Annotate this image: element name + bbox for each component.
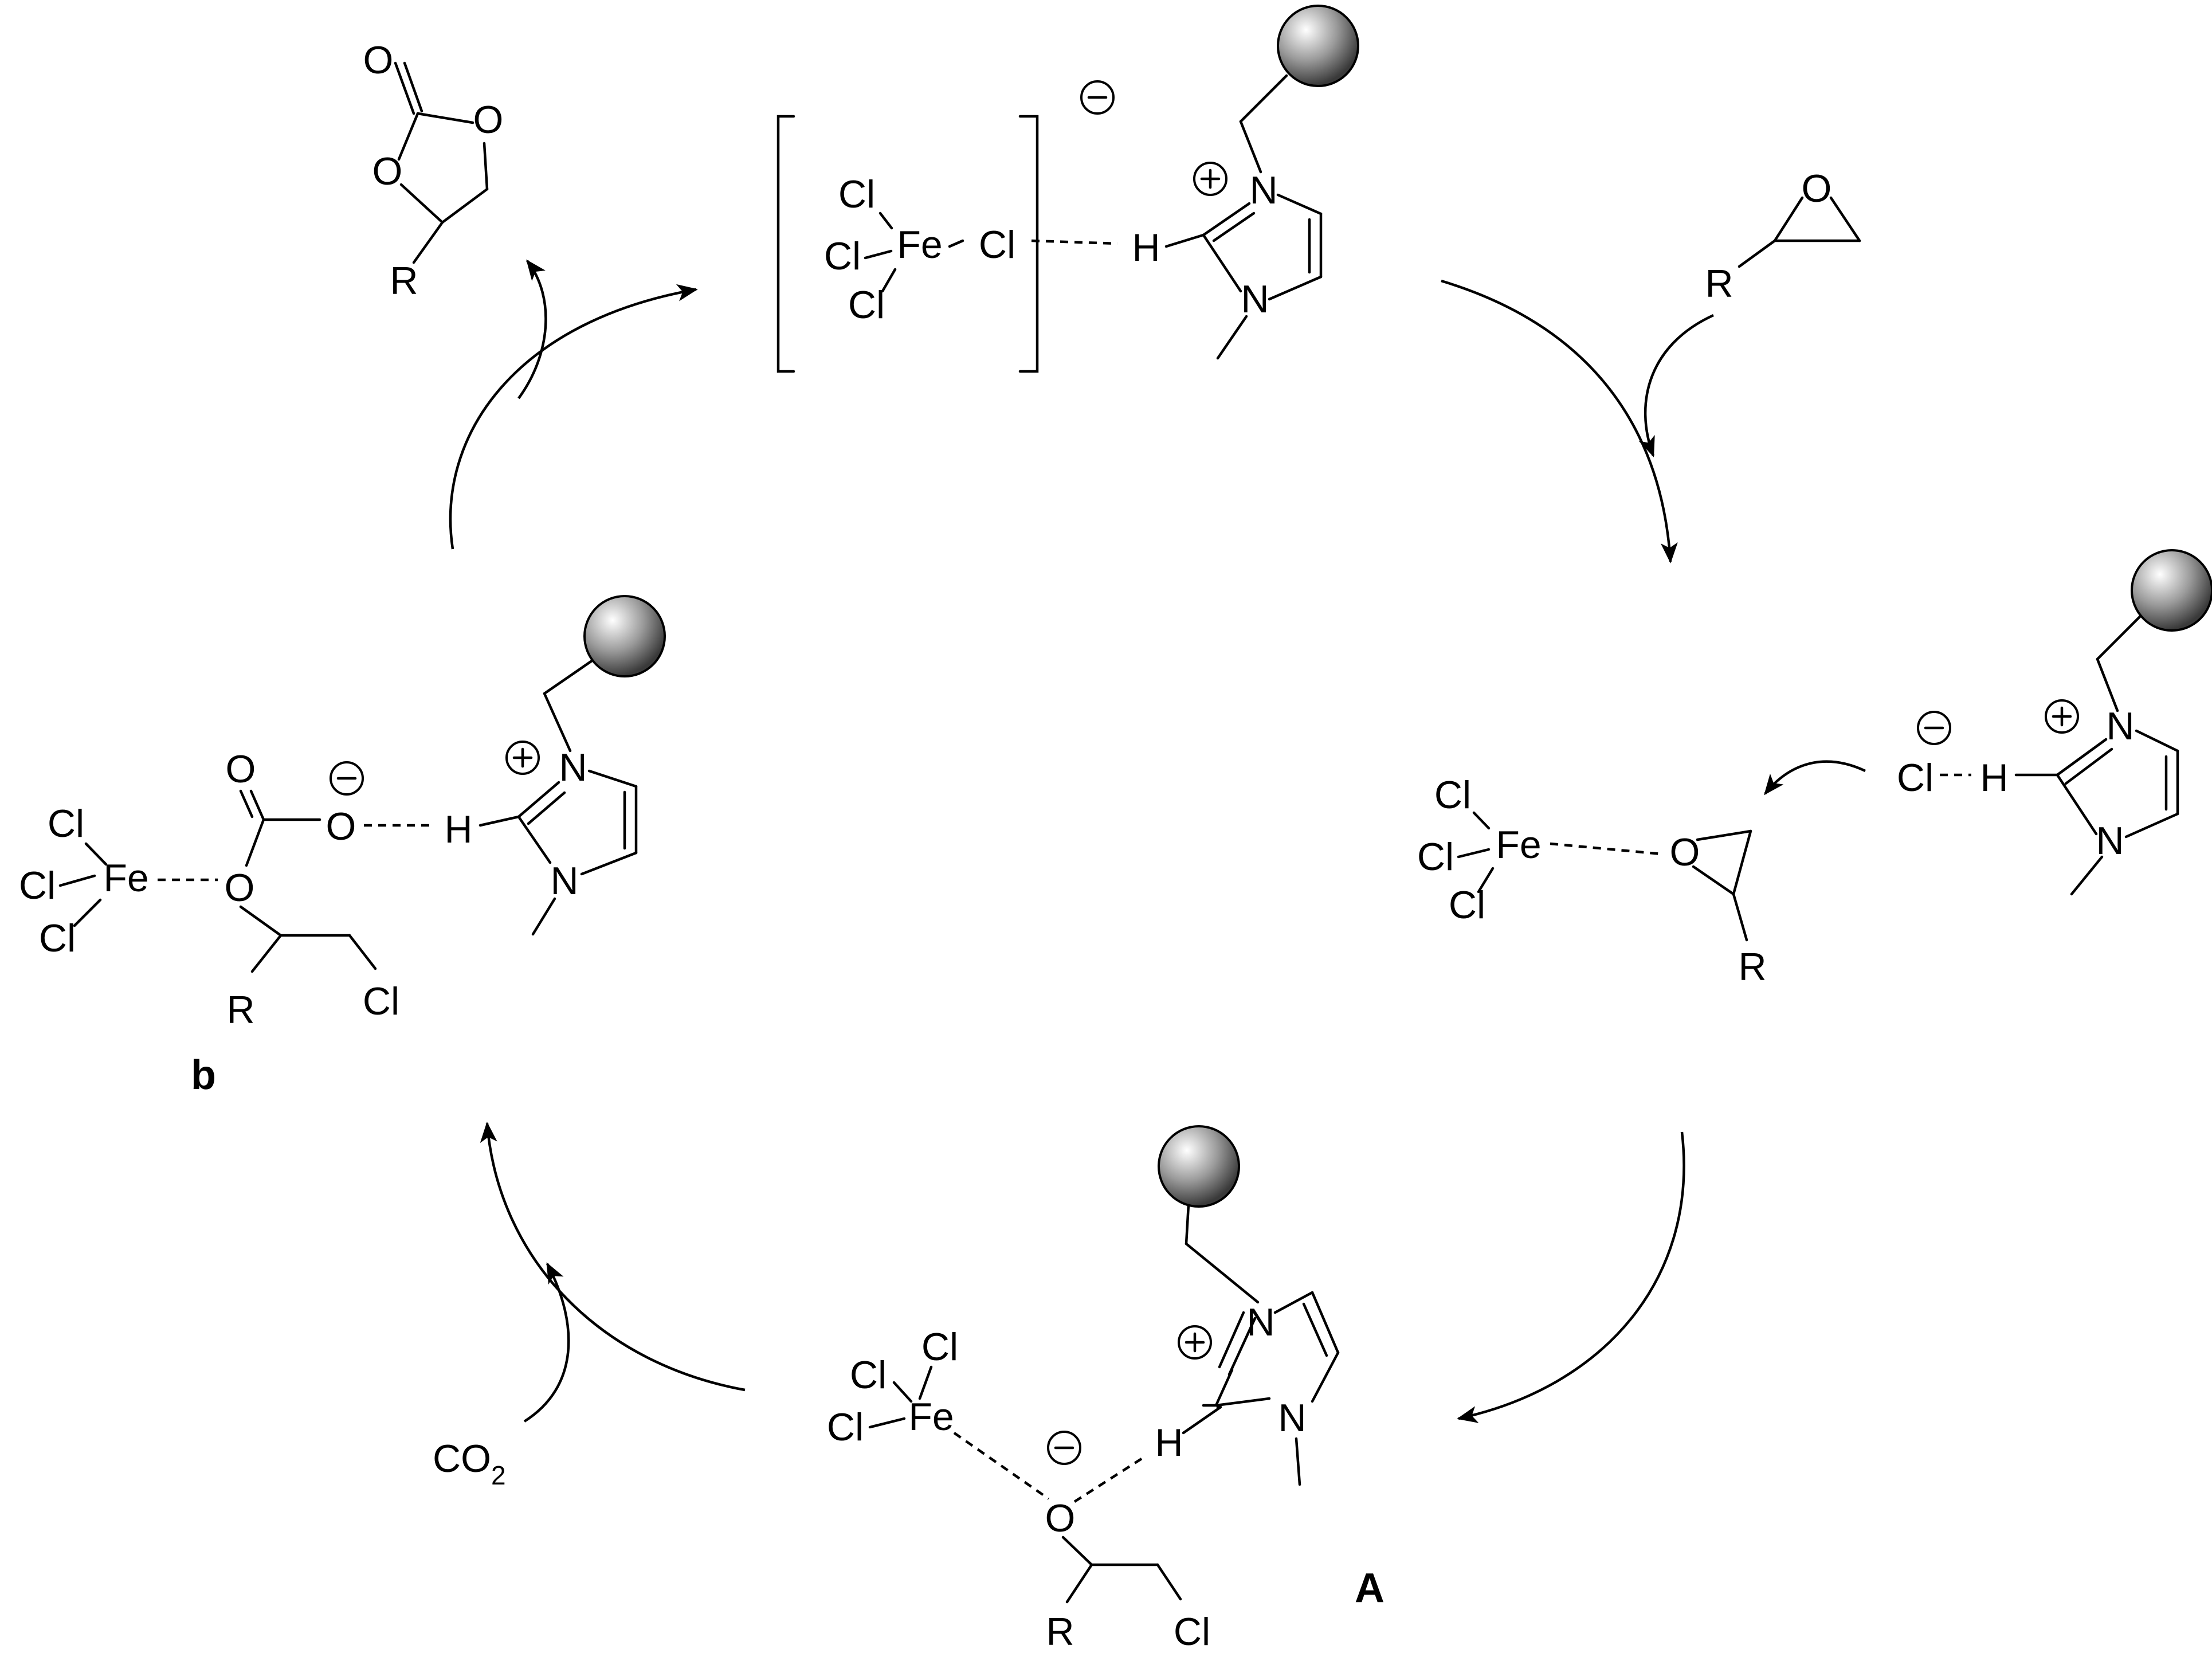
atom-cl: Cl — [921, 1325, 958, 1369]
arrow-co2-insertion — [480, 1122, 746, 1392]
minus-charge — [330, 761, 364, 796]
atom-cl: Cl — [850, 1353, 887, 1397]
atom-n: N — [550, 859, 578, 903]
atom-cl: Cl — [848, 283, 885, 327]
atom-o: O — [1802, 167, 1832, 210]
plus-charge — [1178, 1325, 1212, 1360]
atom-fe: Fe — [103, 856, 148, 900]
arrow-co2-input — [523, 1262, 570, 1423]
atom-cl: Cl — [1417, 835, 1454, 879]
polymer-support-sphere — [1277, 5, 1359, 87]
atom-o: O — [225, 866, 255, 910]
co2-label: CO2 — [433, 1437, 506, 1490]
atom-cl: Cl — [979, 223, 1015, 267]
plus-charge — [505, 741, 540, 775]
bonds — [394, 61, 489, 264]
arrow-chloride-attack — [1764, 760, 1866, 796]
atom-cl: Cl — [48, 802, 84, 845]
atom-fe: Fe — [897, 223, 942, 267]
minus-charge — [1047, 1431, 1081, 1465]
atom-n: N — [2096, 819, 2124, 863]
species-label-A: A — [1355, 1565, 1385, 1611]
atom-cl: Cl — [838, 173, 875, 216]
atom-r: R — [1046, 1610, 1074, 1653]
atom-cl: Cl — [1174, 1610, 1210, 1653]
arrow-ring-opening — [1457, 1131, 1685, 1423]
atom-n: N — [1241, 277, 1269, 321]
polymer-support-sphere — [583, 595, 666, 677]
arrow-epoxide-input — [1638, 314, 1714, 457]
atom-cl: Cl — [19, 864, 56, 907]
atom-cl: Cl — [1897, 756, 1933, 800]
cyclic-carbonate-product: O O O R — [363, 38, 504, 303]
atom-fe: Fe — [1496, 823, 1541, 867]
atom-r: R — [1738, 945, 1766, 989]
atom-cl: Cl — [1434, 773, 1471, 817]
atom-fe: Fe — [908, 1395, 954, 1439]
bracket-right — [1018, 115, 1039, 373]
catalyst-ion-pair-top: Cl Cl Cl Fe Cl H N N — [776, 5, 1359, 373]
intermediate-A: Cl Cl Cl Fe O H N N — [827, 1125, 1385, 1653]
atom-n: N — [1249, 169, 1277, 212]
atom-o: O — [226, 747, 256, 791]
co2-reagent: CO2 — [433, 1437, 506, 1490]
atom-cl: Cl — [363, 980, 399, 1023]
atom-h: H — [1132, 226, 1160, 269]
atom-o: O — [473, 98, 504, 142]
atom-cl: Cl — [39, 916, 76, 960]
atom-n: N — [1278, 1396, 1306, 1440]
bracket-left — [776, 115, 795, 373]
atom-h: H — [1155, 1421, 1183, 1464]
plus-charge — [1193, 162, 1227, 196]
atom-r: R — [390, 259, 418, 303]
minus-charge — [1080, 80, 1115, 115]
arrow-product-release — [517, 259, 547, 399]
atom-r: R — [1705, 262, 1733, 305]
atom-h: H — [1980, 756, 2008, 800]
epoxide-substrate: O R — [1705, 167, 1861, 305]
arrow-epoxide-activation — [1441, 279, 1678, 563]
atom-n: N — [559, 746, 587, 789]
atom-o: O — [372, 150, 403, 193]
atom-n: N — [2106, 704, 2134, 748]
cycle-arrows — [449, 259, 1866, 1423]
polymer-support-sphere — [1158, 1125, 1240, 1208]
intermediate-b: Cl Cl Cl Fe O O O H N N — [19, 595, 666, 1098]
species-label-b: b — [191, 1052, 216, 1098]
atom-n: N — [1246, 1301, 1274, 1344]
atom-r: R — [226, 988, 254, 1032]
atom-cl: Cl — [827, 1405, 864, 1449]
minus-charge — [1917, 711, 1951, 745]
polymer-support-sphere — [2131, 549, 2212, 632]
atom-h: H — [444, 808, 472, 851]
plus-charge — [2045, 699, 2079, 734]
atom-o: O — [326, 805, 356, 848]
atom-o: O — [363, 38, 394, 82]
atom-cl: Cl — [824, 234, 861, 278]
arrow-regeneration — [449, 284, 698, 550]
activated-epoxide-complex: Cl Cl Cl Fe O R Cl H N N — [1417, 549, 2212, 989]
atom-o: O — [1045, 1497, 1076, 1540]
